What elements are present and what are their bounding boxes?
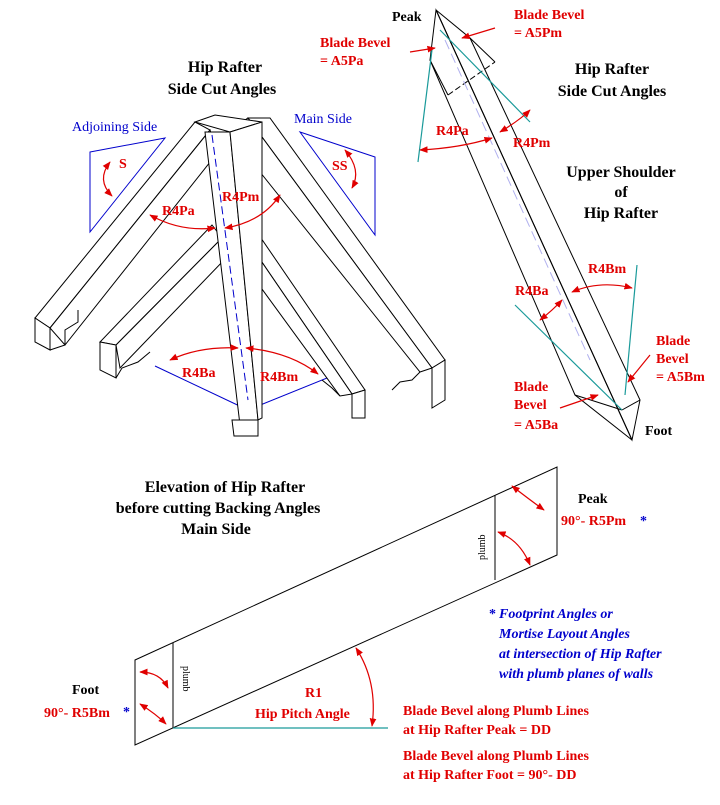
bevel-line-foot-main	[624, 264, 638, 396]
angle-label-ss: SS	[332, 159, 348, 174]
angle-label-r4ba: R4Ba	[182, 366, 215, 381]
foot-label-top: Foot	[645, 424, 673, 439]
elevation-title-line2: before cutting Backing Angles	[116, 500, 321, 517]
elevation-foot-angle: 90°- R5Bm	[44, 706, 110, 721]
adjoining-side-label: Adjoining Side	[72, 120, 157, 135]
left-title-line1: Hip Rafter	[188, 59, 262, 76]
left-title-line2: Side Cut Angles	[168, 81, 276, 98]
note-line1: Footprint Angles or	[498, 607, 613, 622]
blade-label-a5ba-1: Blade	[514, 380, 548, 395]
asterisk-foot: *	[123, 705, 130, 720]
blade-bevel-left-line1: Blade Bevel	[320, 36, 390, 51]
peak-cut-line	[469, 37, 496, 63]
footprint-line-adjoining	[154, 365, 249, 411]
bevel-label-a5ba-2: Bevel	[514, 398, 547, 413]
bb-foot-line1: Blade Bevel along Plumb Lines	[403, 749, 589, 764]
angle-label-r4pa: R4Pa	[162, 204, 195, 219]
angle-arc-r1	[355, 647, 377, 727]
note-line2: Mortise Layout Angles	[498, 627, 630, 642]
right-title-line2: Side Cut Angles	[558, 83, 666, 100]
hip-pitch-label: Hip Pitch Angle	[255, 707, 350, 722]
a5ba-label: = A5Ba	[514, 418, 558, 433]
bb-peak-line2: at Hip Rafter Peak = DD	[403, 723, 551, 738]
bevel-line-peak-adjoining	[417, 49, 433, 163]
angle-arc-s	[102, 161, 113, 197]
elevation-title-line1: Elevation of Hip Rafter	[145, 479, 305, 496]
bevel-line-foot-adjoining	[514, 304, 623, 411]
jack-rafter-left-upper	[34, 121, 219, 351]
leader-blade-bevel-a5ba	[559, 394, 599, 409]
upper-shoulder-line3: Hip Rafter	[584, 205, 658, 222]
peak-dashed-line	[447, 61, 496, 96]
bevel-line-peak-main	[439, 29, 531, 123]
asterisk-peak: *	[640, 514, 647, 529]
angle-arc-r4bm	[245, 345, 319, 375]
leader-blade-bevel-top	[461, 27, 496, 40]
bb-foot-line2: at Hip Rafter Foot = 90°- DD	[403, 768, 577, 783]
peak-shoulder-line	[429, 59, 449, 96]
angle-arc-r4pm-right	[499, 109, 531, 133]
rafter-ridge-line	[435, 9, 633, 441]
angle-arc-ss	[344, 149, 359, 189]
main-side-label: Main Side	[294, 112, 352, 127]
blade-bevel-top-line2: = A5Pm	[514, 26, 562, 41]
note-line4: with plumb planes of walls	[499, 667, 654, 682]
jack-rafter-right-upper	[227, 117, 446, 409]
foot-cut-line	[621, 399, 641, 411]
angle-label-r4pa-right: R4Pa	[436, 124, 469, 139]
r1-label: R1	[305, 686, 322, 701]
angle-arc-r4pm	[224, 194, 281, 231]
upper-shoulder-line1: Upper Shoulder	[566, 164, 676, 181]
angle-arc-peak-upper	[511, 485, 545, 511]
hip-foot-face	[231, 419, 259, 437]
angle-label-r4pm: R4Pm	[222, 190, 260, 205]
main-side-plane	[298, 131, 376, 237]
elevation-view: plumb plumb Elevation of Hip Rafter befo…	[44, 466, 662, 783]
elevation-peak-angle: 90°- R5Pm	[561, 514, 626, 529]
angle-label-r4pm-right: R4Pm	[513, 136, 551, 151]
adjoining-side-plane	[89, 137, 167, 234]
plumb-label-foot: plumb	[180, 666, 191, 692]
angle-label-r4ba-right: R4Ba	[515, 284, 548, 299]
a5bm-label: = A5Bm	[656, 370, 705, 385]
note-line3: at intersection of Hip Rafter	[499, 647, 662, 662]
leader-blade-bevel-a5bm	[627, 354, 651, 383]
blade-bevel-left-line2: = A5Pa	[320, 54, 363, 69]
right-title-line1: Hip Rafter	[575, 61, 649, 78]
angle-label-r4bm: R4Bm	[260, 370, 298, 385]
elevation-rafter-body	[134, 466, 558, 746]
right-hip-view: Peak Blade Bevel = A5Pm Blade Bevel = A5…	[320, 8, 705, 442]
angle-arc-foot-lower	[139, 703, 167, 725]
angle-arc-r4bm-right	[571, 282, 633, 293]
left-3d-view: Hip Rafter Side Cut Angles Adjoining Sid…	[34, 59, 446, 437]
leader-blade-bevel-left	[409, 45, 436, 53]
angle-arc-r4pa-right	[419, 137, 493, 153]
bevel-label-a5bm-2: Bevel	[656, 352, 689, 367]
bb-peak-line1: Blade Bevel along Plumb Lines	[403, 704, 589, 719]
blade-label-a5bm-1: Blade	[656, 334, 690, 349]
angle-arc-r4ba	[169, 344, 239, 361]
angle-arc-foot-upper	[139, 668, 169, 689]
hip-centerline	[211, 134, 249, 401]
peak-label-top: Peak	[392, 10, 422, 25]
angle-arc-peak-lower	[497, 531, 531, 566]
angle-label-s: S	[119, 157, 127, 172]
blade-bevel-top-line1: Blade Bevel	[514, 8, 584, 23]
angle-arc-r4pa	[149, 214, 216, 233]
asterisk-note: *	[489, 607, 496, 622]
angle-label-r4bm-right: R4Bm	[588, 262, 626, 277]
elevation-title-line3: Main Side	[181, 521, 251, 538]
elevation-peak-label: Peak	[578, 492, 608, 507]
upper-shoulder-line2: of	[614, 184, 628, 201]
angle-arc-r4ba-right	[539, 299, 563, 321]
rafter-centerline	[444, 39, 591, 361]
foot-shoulder-line	[574, 394, 623, 411]
plumb-label-peak: plumb	[477, 534, 488, 560]
elevation-foot-label: Foot	[72, 683, 100, 698]
